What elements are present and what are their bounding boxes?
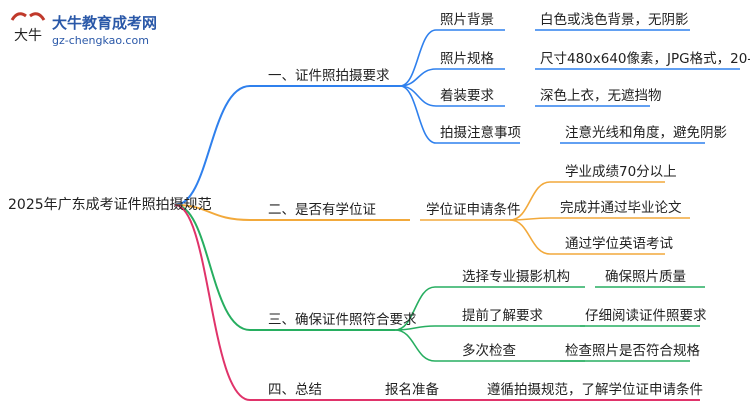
node-background-detail: 白色或浅色背景，无阴影 [540,12,689,28]
node-grade-condition: 学业成绩70分以上 [565,164,677,180]
node-english-condition: 通过学位英语考试 [565,236,673,252]
branch-photo-requirements: 一、证件照拍摄要求 [268,68,390,84]
branch-ensure-compliance: 三、确保证件照符合要求 [268,312,417,328]
branch-summary: 四、总结 [268,382,322,398]
bull-logo-icon: 大牛 [10,12,46,44]
node-multiple-checks: 多次检查 [462,343,516,359]
node-choose-studio: 选择专业摄影机构 [462,269,570,285]
node-background: 照片背景 [440,12,494,28]
node-degree-conditions: 学位证申请条件 [426,202,521,218]
node-attire: 着装要求 [440,88,494,104]
branch-degree-certificate: 二、是否有学位证 [268,202,376,218]
node-notes: 拍摄注意事项 [440,125,521,141]
node-choose-studio-detail: 确保照片质量 [605,269,686,285]
node-notes-detail: 注意光线和角度，避免阴影 [565,125,727,141]
node-summary-detail: 遵循拍摄规范，了解学位证申请条件 [487,382,703,398]
svg-text:大牛: 大牛 [14,28,42,44]
node-spec: 照片规格 [440,51,494,67]
node-multiple-checks-detail: 检查照片是否符合规格 [565,343,700,359]
site-url: gz-chengkao.com [52,34,149,47]
site-logo[interactable]: 大牛 大牛教育成考网 gz-chengkao.com [6,8,196,54]
node-attire-detail: 深色上衣，无遮挡物 [540,88,662,104]
node-learn-early: 提前了解要求 [462,308,543,324]
node-spec-detail: 尺寸480x640像素，JPG格式，20-40KB [540,51,750,67]
node-thesis-condition: 完成并通过毕业论文 [560,200,682,216]
node-learn-early-detail: 仔细阅读证件照要求 [585,308,707,324]
site-name: 大牛教育成考网 [52,14,158,32]
node-registration-prep: 报名准备 [385,382,439,398]
mindmap-root: 2025年广东成考证件照拍摄规范 [8,197,212,213]
